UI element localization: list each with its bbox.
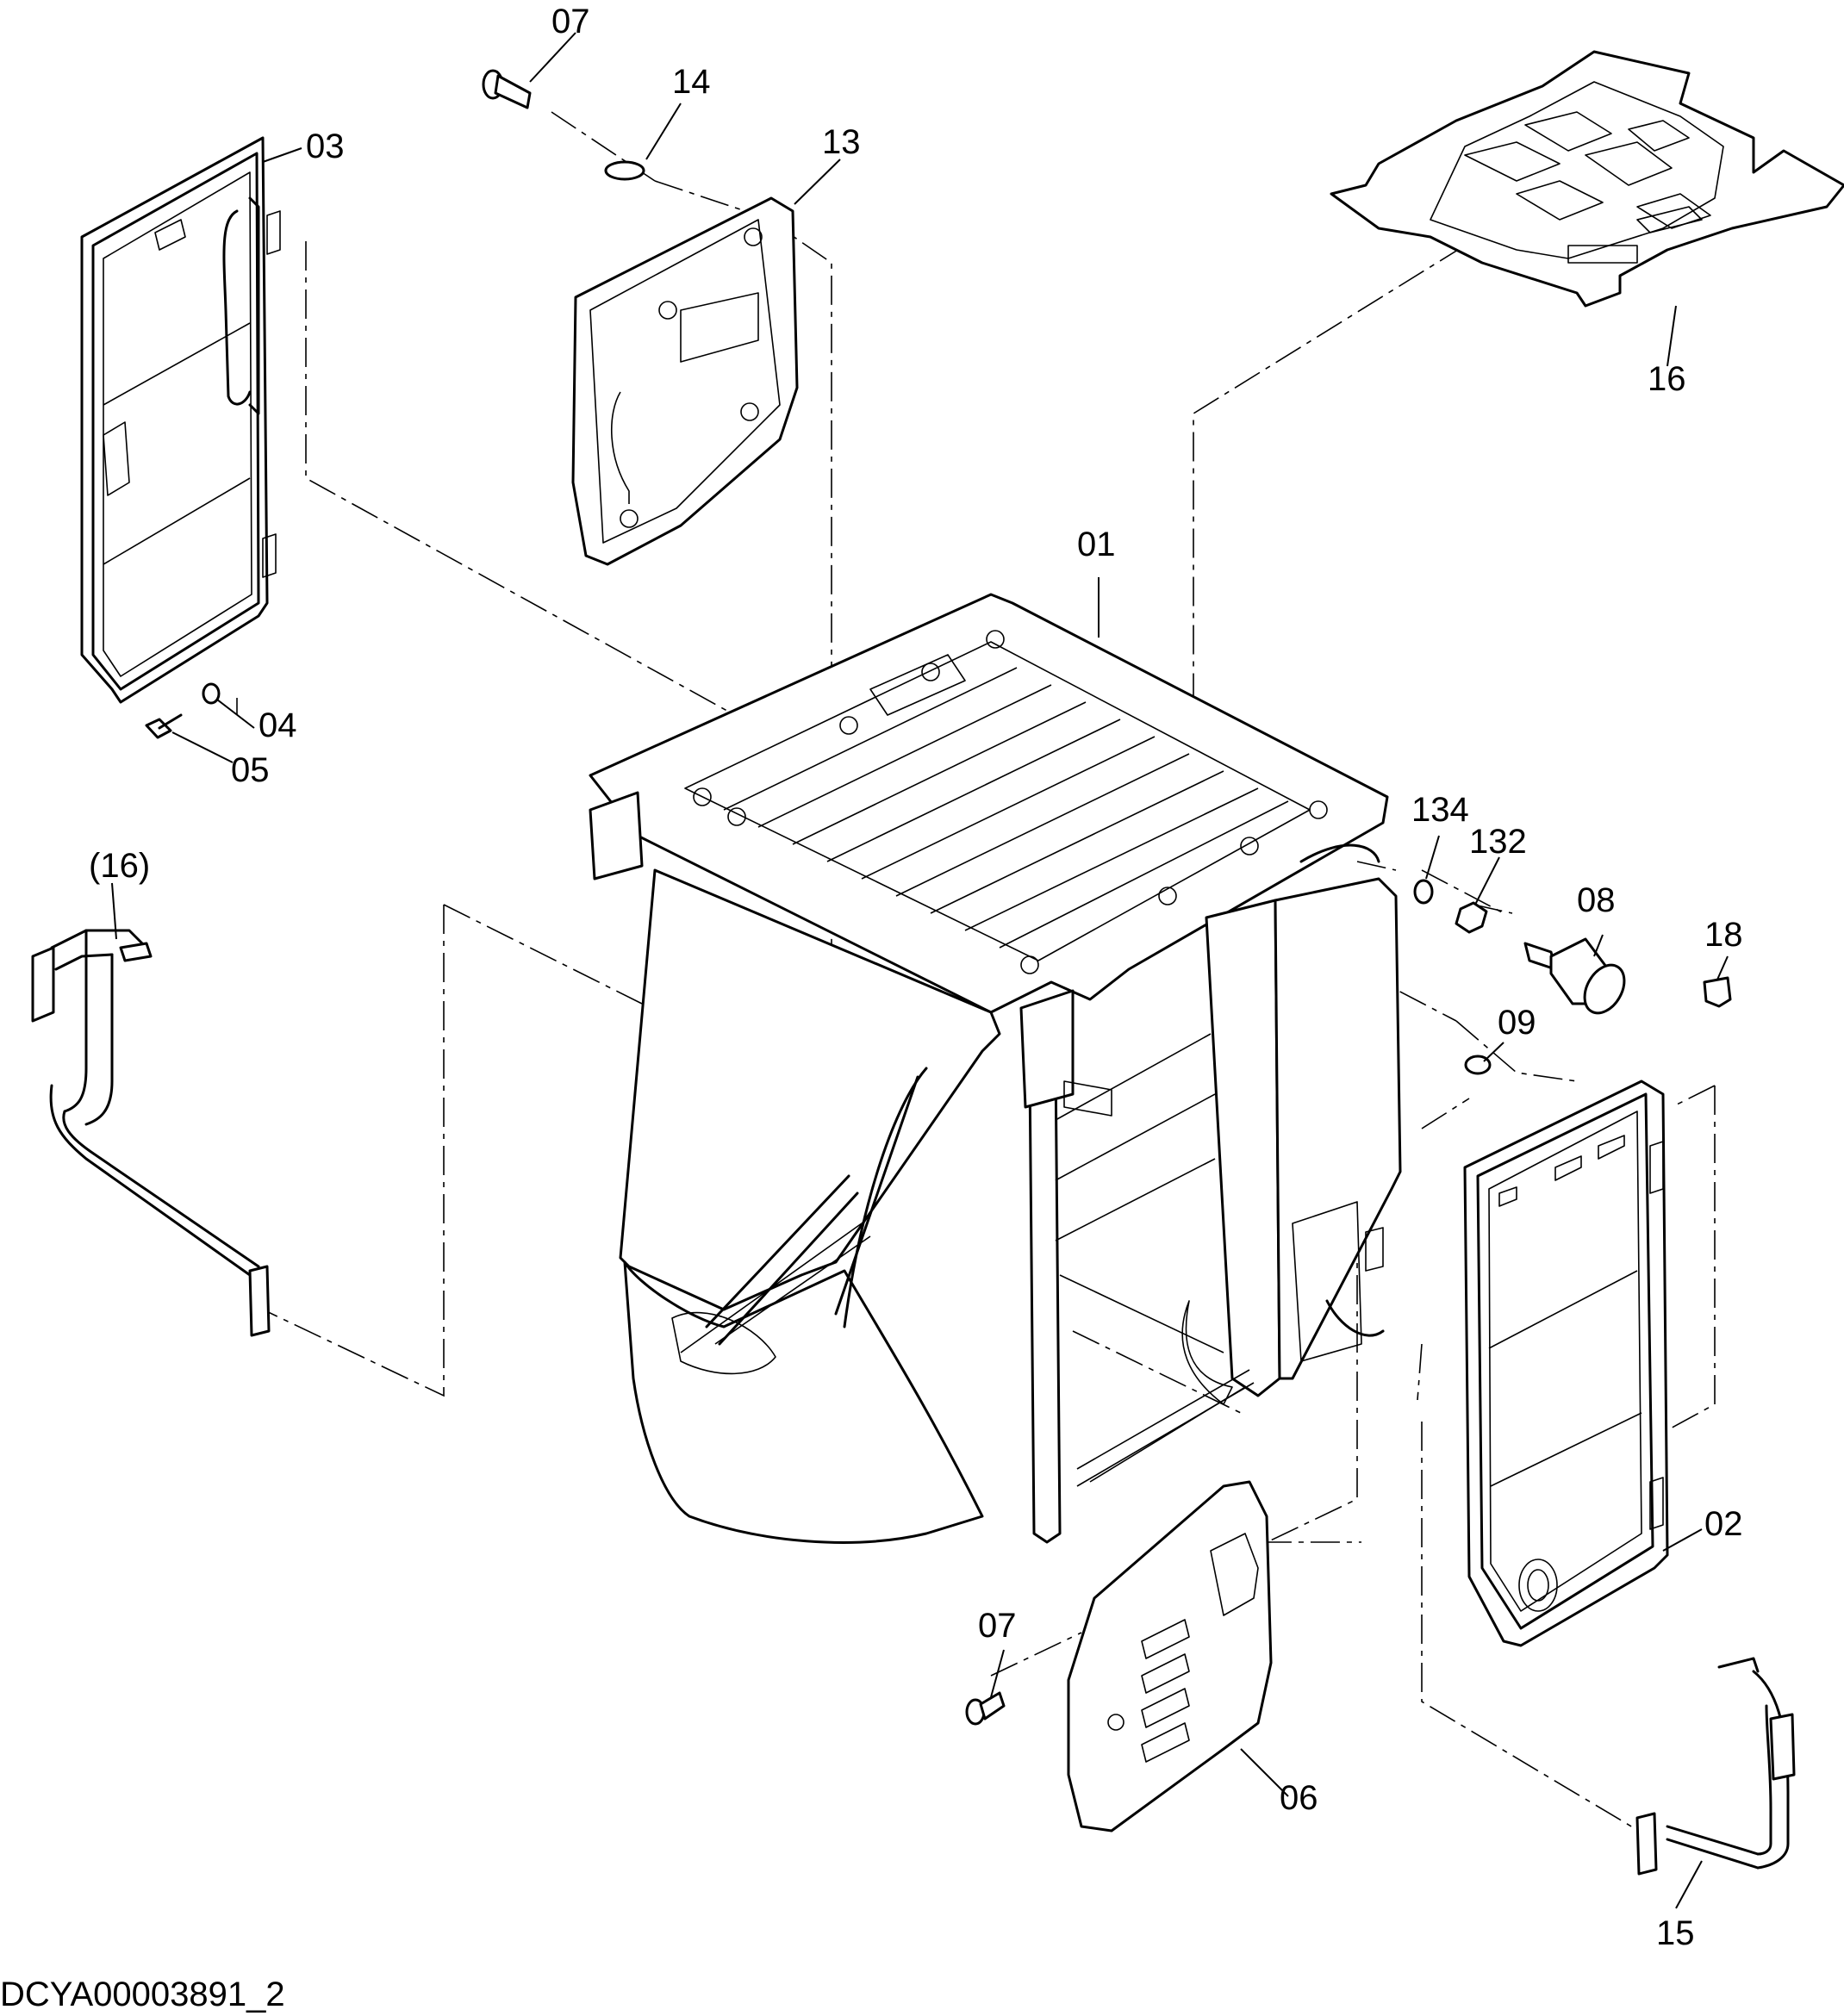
cab-body-part bbox=[589, 593, 1402, 1544]
callout-05: 05 bbox=[231, 751, 270, 789]
callout-06: 06 bbox=[1280, 1779, 1318, 1817]
pin-washer-top bbox=[482, 69, 645, 181]
callout-132: 132 bbox=[1469, 823, 1527, 861]
right-door-part bbox=[1463, 1080, 1669, 1647]
right-handrail-part bbox=[1635, 1657, 1796, 1876]
callout-07-top: 07 bbox=[551, 3, 590, 40]
drawing-code: DCYA00003891_2 bbox=[0, 1976, 285, 2013]
callout-18: 18 bbox=[1704, 916, 1743, 954]
callout-13: 08 bbox=[1577, 881, 1616, 919]
callout-07-bottom: 07 bbox=[978, 1607, 1017, 1645]
bolt-washer-parts bbox=[145, 682, 221, 739]
callout-134: 134 bbox=[1411, 791, 1469, 829]
callout-02: 02 bbox=[1704, 1505, 1743, 1543]
callout-01: 01 bbox=[1077, 526, 1116, 563]
left-handrail-part bbox=[31, 929, 271, 1337]
left-door-part bbox=[80, 136, 281, 704]
pin-bottom bbox=[965, 1691, 1006, 1726]
callout-labels: 07 14 13 03 04 05 01 16 134 132 08 09 18… bbox=[89, 3, 1743, 1952]
callout-16: (16) bbox=[89, 847, 150, 885]
floor-plate-part bbox=[1330, 50, 1844, 308]
rear-cover-part bbox=[1067, 1480, 1273, 1832]
small-parts-right bbox=[1413, 879, 1732, 1075]
callout-16-ref: 15 bbox=[1656, 1914, 1695, 1952]
callout-03: 03 bbox=[306, 128, 345, 165]
callout-08: 13 bbox=[822, 123, 861, 161]
leader-lines bbox=[111, 32, 1729, 1909]
callout-04: 04 bbox=[259, 706, 297, 744]
callout-09: 14 bbox=[672, 63, 711, 101]
callout-14: 16 bbox=[1648, 360, 1686, 398]
side-cover-part bbox=[571, 196, 799, 566]
callout-15: 09 bbox=[1498, 1004, 1536, 1042]
